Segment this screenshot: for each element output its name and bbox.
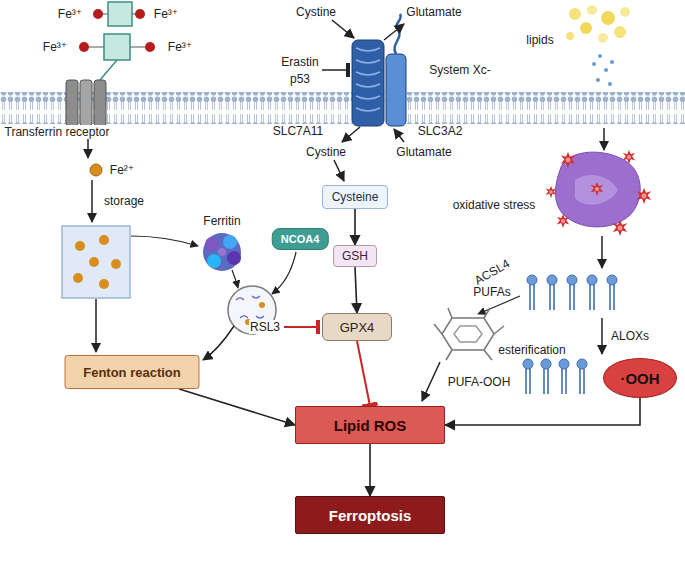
subunit-label: SLC3A2 (417, 124, 464, 138)
iron-dot (90, 164, 102, 176)
process-box: Fenton reaction (65, 355, 200, 389)
outcome-box: Lipid ROS (295, 406, 445, 444)
arrow (95, 299, 97, 352)
node-text: GSH (342, 249, 368, 263)
ion-label: Fe³⁺ (153, 7, 179, 21)
arrow (394, 129, 404, 142)
lipid-label: PUFA-OOH (447, 375, 512, 389)
metabolite-label: Glutamate (395, 145, 452, 159)
ion-label: Fe³⁺ (57, 7, 83, 21)
outcome-box: Ferroptosis (295, 496, 445, 534)
receptor-label: Transferrin receptor (4, 125, 111, 139)
ion-label: Fe²⁺ (109, 163, 135, 177)
arrow (332, 20, 354, 38)
arrow-connector (369, 444, 371, 496)
lipid-droplets (566, 5, 630, 86)
node-text: ·OOH (620, 370, 659, 387)
protein-box: NCOA4 (272, 228, 329, 250)
oxidative-stress-cell (546, 150, 652, 236)
system-xc-transporter (352, 14, 406, 126)
arrow (601, 318, 603, 354)
node-text: GPX4 (340, 320, 375, 335)
arrow (603, 128, 605, 150)
esterified-molecule (434, 308, 504, 360)
node-text: Fenton reaction (83, 365, 181, 380)
inhibitor-label: RSL3 (249, 320, 281, 334)
ferritin (203, 233, 241, 271)
transporter-label: System Xc- (428, 63, 491, 77)
ion-label: Fe³⁺ (42, 40, 68, 54)
arrow (232, 270, 238, 288)
metabolite-label: Cystine (305, 145, 347, 159)
node-text: Ferroptosis (329, 507, 412, 524)
pufa-lipids (527, 275, 617, 310)
arrow (422, 362, 440, 401)
arrow (384, 24, 404, 40)
process-label: esterification (497, 343, 566, 357)
node-text: Cysteine (332, 190, 379, 204)
lipid-label: lipids (525, 33, 554, 47)
radical-ellipse: ·OOH (603, 358, 677, 398)
arrow (272, 252, 296, 294)
inhibitor-label: Erastin (280, 55, 319, 69)
pufa-ooh-lipids (523, 359, 587, 394)
metabolite-box: GSH (333, 245, 377, 267)
protein-label: Ferritin (202, 214, 241, 228)
arrow (342, 127, 360, 142)
enzyme-box: GPX4 (322, 313, 392, 341)
process-label: storage (103, 194, 145, 208)
node-text: Lipid ROS (334, 417, 407, 434)
process-label: oxidative stress (452, 198, 537, 212)
arrow-connector (179, 389, 295, 425)
arrow-connector (445, 398, 640, 425)
arrow-connector (354, 209, 356, 245)
enzyme-label: ALOXs (610, 329, 650, 343)
metabolite-box: Cysteine (322, 185, 388, 209)
inhibitor-label: p53 (289, 72, 311, 86)
iron-storage (62, 226, 130, 298)
metabolite-label: Cystine (295, 5, 337, 19)
transferrin (79, 2, 155, 80)
arrow (334, 160, 344, 181)
inhibition-line (284, 326, 318, 328)
transferrin-receptor (66, 80, 106, 126)
lipid-label: PUFAs (472, 285, 511, 299)
inhibition-connector (357, 341, 370, 406)
inhibition-line (322, 69, 348, 71)
arrow-connector (355, 267, 357, 313)
arrow (203, 326, 234, 360)
arrow (601, 236, 603, 268)
ion-label: Fe³⁺ (167, 40, 193, 54)
metabolite-label: Glutamate (405, 5, 462, 19)
enzyme-label: ACSL4 (471, 256, 513, 288)
arrow (87, 138, 89, 158)
node-text: NCOA4 (281, 233, 320, 245)
arrow (131, 236, 198, 246)
subunit-label: SLC7A11 (272, 124, 324, 138)
arrow (91, 180, 93, 222)
